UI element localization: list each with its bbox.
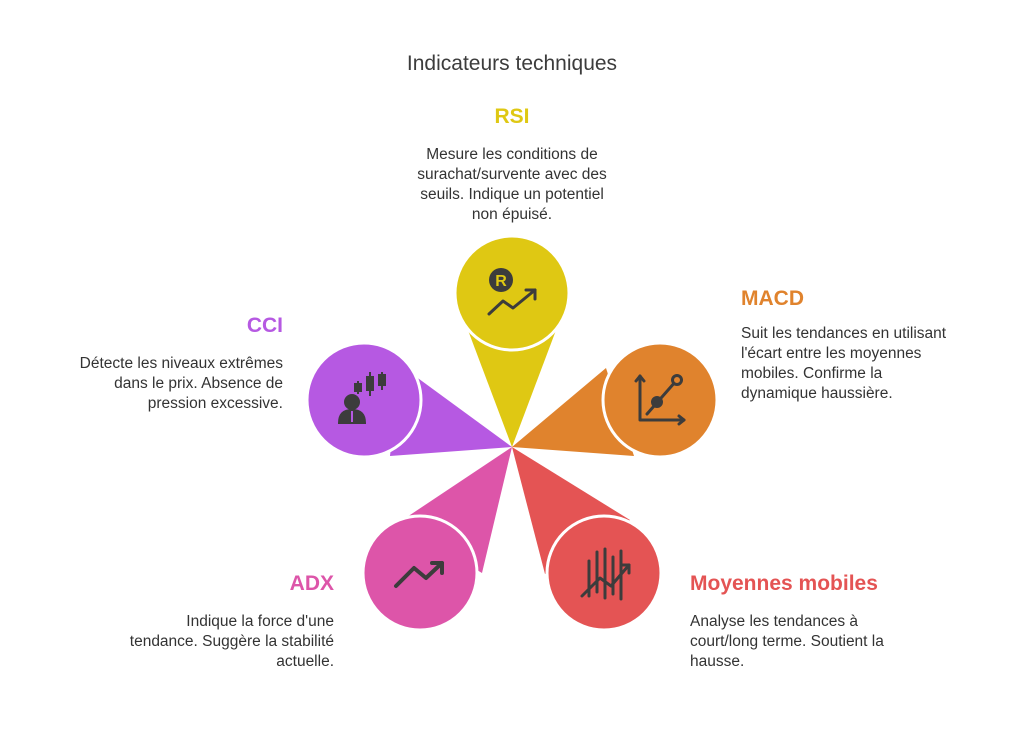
petal-moyennes-mobiles <box>512 447 663 632</box>
desc-cci: Détecte les niveaux extrêmes dans le pri… <box>79 355 283 412</box>
page-title: Indicateurs techniques <box>406 52 618 75</box>
label-adx: ADX <box>289 572 334 595</box>
label-rsi: RSI <box>494 105 530 128</box>
label-macd: MACD <box>741 287 804 310</box>
desc-moyennes-mobiles: Analyse les tendances à court/long terme… <box>690 613 884 670</box>
label-moyennes-mobiles: Moyennes mobiles <box>690 572 878 595</box>
label-cci: CCI <box>246 314 283 337</box>
trend-up-icon <box>394 561 444 588</box>
line-graph-icon <box>634 374 686 426</box>
desc-adx: Indique la force d'une tendance. Suggère… <box>129 613 334 670</box>
rsi-chart-icon: R <box>487 268 537 316</box>
svg-text:R: R <box>495 273 507 290</box>
petal-adx <box>361 447 512 632</box>
desc-macd: Suit les tendances en utilisant l'écart … <box>741 325 947 402</box>
petal-cci <box>305 341 512 459</box>
stock-bars-icon <box>580 547 631 601</box>
desc-rsi: Mesure les conditions de surachat/surven… <box>417 146 607 223</box>
trader-candles-icon <box>337 372 386 424</box>
petal-rsi <box>453 234 571 447</box>
